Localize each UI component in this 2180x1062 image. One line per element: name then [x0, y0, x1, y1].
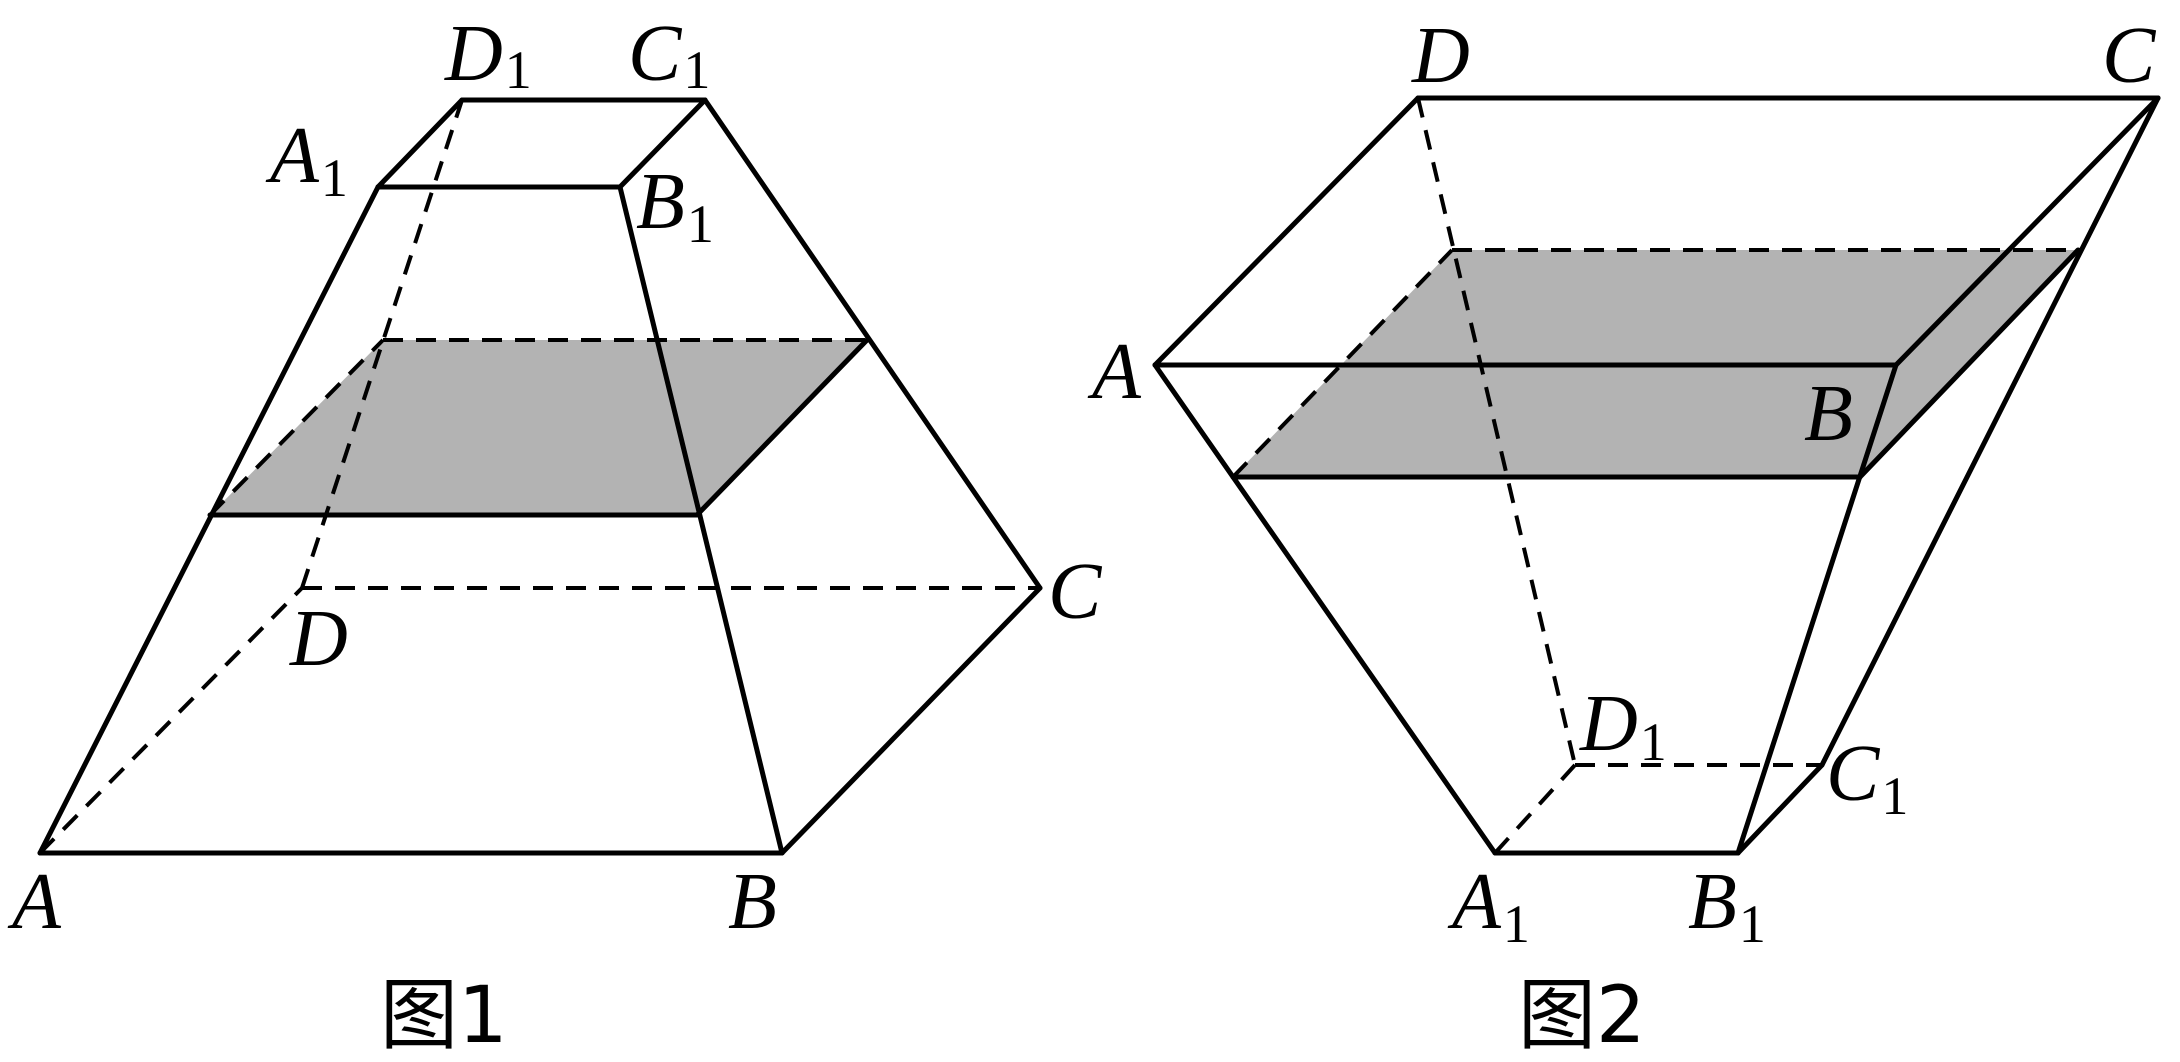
figure-1-label-D: D: [289, 595, 348, 683]
figure-2: A B C D D1 C1 A1 B1 图2: [1087, 12, 2161, 1061]
figure-2-caption: 图2: [1518, 971, 1646, 1061]
figure-2-edge-BC: [1893, 95, 2161, 368]
figure-1-label-B: B: [728, 858, 777, 946]
figure-1-edge-CC1: [702, 97, 1043, 591]
figure-1-label-C: C: [1048, 548, 1103, 636]
figure-1-label-C1: C1: [628, 10, 710, 100]
figure-2-section-edge-left: [1231, 248, 1454, 479]
figure-1-label-B1: B1: [636, 158, 714, 254]
figure-2-label-D1: D1: [1579, 680, 1667, 772]
figure-2-label-A1: A1: [1447, 858, 1530, 954]
figure-1-caption: 图1: [380, 971, 508, 1061]
figure-2-section-edge-right: [1857, 247, 2081, 480]
figure-1-label-A: A: [7, 858, 62, 946]
figure-2-edge-AA1: [1152, 362, 1498, 856]
figure-2-edge-A1D1: [1493, 763, 1577, 855]
figure-1-edge-B1C1: [617, 97, 708, 190]
figure-1-label-A1: A1: [265, 112, 348, 208]
figure-2-edge-BB1: [1735, 362, 1899, 856]
figure-2-edge-DD1: [1416, 97, 1577, 766]
figure-1-edge-BC: [779, 585, 1043, 856]
figure-2-label-B: B: [1804, 370, 1853, 458]
figure-2-edge-B1C1: [1735, 762, 1825, 856]
figure-1-cross-section: [210, 340, 867, 515]
figure-1-label-D1: D1: [444, 10, 532, 100]
figure-2-edge-CC1: [1819, 95, 2161, 768]
figure-2-label-B1: B1: [1688, 858, 1766, 954]
figure-1-section-edge-right: [694, 337, 870, 518]
figure-1-section-edge-left: [208, 338, 385, 517]
figure-2-label-C: C: [2102, 12, 2157, 100]
figure-1-edge-BB1: [617, 184, 785, 856]
figure-2-label-D: D: [1411, 12, 1470, 100]
figure-1-edge-AD: [38, 586, 304, 855]
figure-1-edge-AA1: [37, 184, 381, 856]
figure-1: A B C D A1 B1 D1 C1 图1: [7, 10, 1103, 1061]
figure-2-label-C1: C1: [1826, 730, 1908, 826]
figure-2-label-A: A: [1087, 328, 1142, 416]
figure-1-edge-A1D1: [375, 97, 465, 190]
figure-1-edge-DD1: [300, 99, 464, 589]
figure-2-edge-AD: [1152, 95, 1421, 368]
